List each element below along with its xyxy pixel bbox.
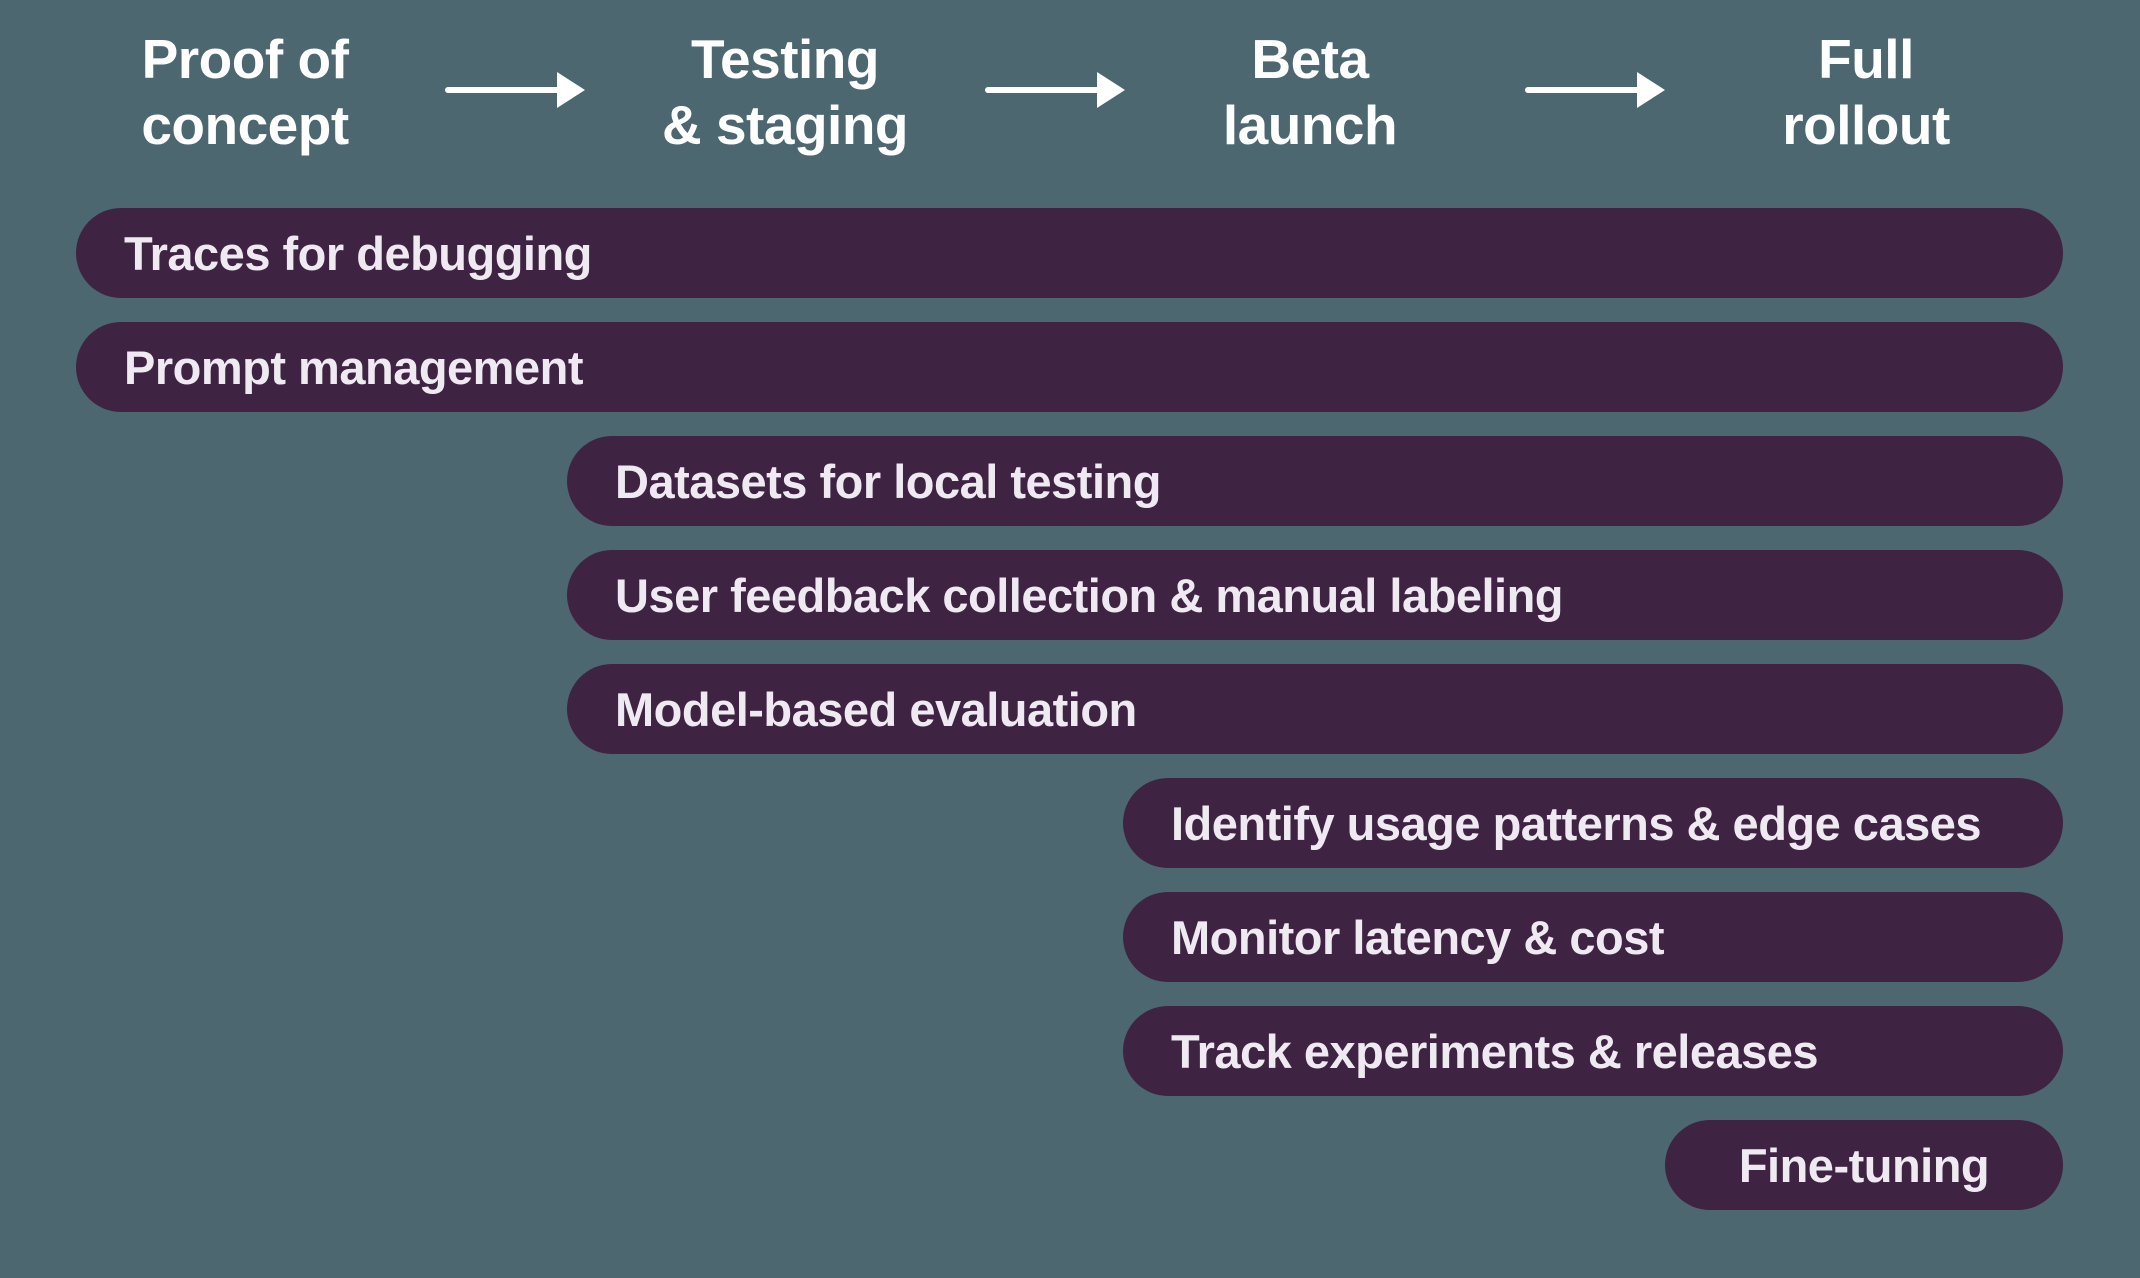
- bar-datasets-for-local-testing: Datasets for local testing: [567, 436, 2063, 526]
- bar-label: Monitor latency & cost: [1171, 910, 1665, 964]
- bar-model-based-evaluation: Model-based evaluation: [567, 664, 2063, 754]
- bar-label: Model-based evaluation: [615, 682, 1137, 736]
- right-arrow-icon: [985, 72, 1125, 108]
- phase-header-line: Full: [1818, 28, 1914, 90]
- phase-header-line: & staging: [661, 94, 909, 156]
- bar-track-experiments-releases: Track experiments & releases: [1123, 1006, 2063, 1096]
- right-arrow-icon: [445, 72, 585, 108]
- phase-header-line: rollout: [1782, 94, 1950, 156]
- bar-traces-for-debugging: Traces for debugging: [76, 208, 2063, 298]
- bar-monitor-latency-cost: Monitor latency & cost: [1123, 892, 2063, 982]
- bar-label: User feedback collection & manual labeli…: [615, 568, 1564, 622]
- bar-label: Fine-tuning: [1738, 1138, 1990, 1192]
- phase-header-line: Proof of: [141, 28, 349, 90]
- bar-user-feedback-collection: User feedback collection & manual labeli…: [567, 550, 2063, 640]
- bar-label: Prompt management: [124, 340, 583, 394]
- bar-label: Traces for debugging: [124, 226, 592, 280]
- phase-header-testing-staging: Testing & staging: [545, 26, 1025, 158]
- phase-header-line: concept: [141, 94, 349, 156]
- bar-identify-usage-patterns: Identify usage patterns & edge cases: [1123, 778, 2063, 868]
- phase-header-proof-of-concept: Proof of concept: [5, 26, 485, 158]
- phase-header-line: Beta: [1251, 28, 1369, 90]
- right-arrow-icon: [1525, 72, 1665, 108]
- bar-label: Datasets for local testing: [615, 454, 1161, 508]
- bar-label: Identify usage patterns & edge cases: [1171, 796, 1982, 850]
- phase-header-beta-launch: Beta launch: [1070, 26, 1550, 158]
- bar-prompt-management: Prompt management: [76, 322, 2063, 412]
- phase-header-full-rollout: Full rollout: [1626, 26, 2106, 158]
- bar-fine-tuning: Fine-tuning: [1665, 1120, 2063, 1210]
- phase-header-line: Testing: [691, 28, 879, 90]
- phase-header-line: launch: [1222, 94, 1398, 156]
- bar-label: Track experiments & releases: [1171, 1024, 1819, 1078]
